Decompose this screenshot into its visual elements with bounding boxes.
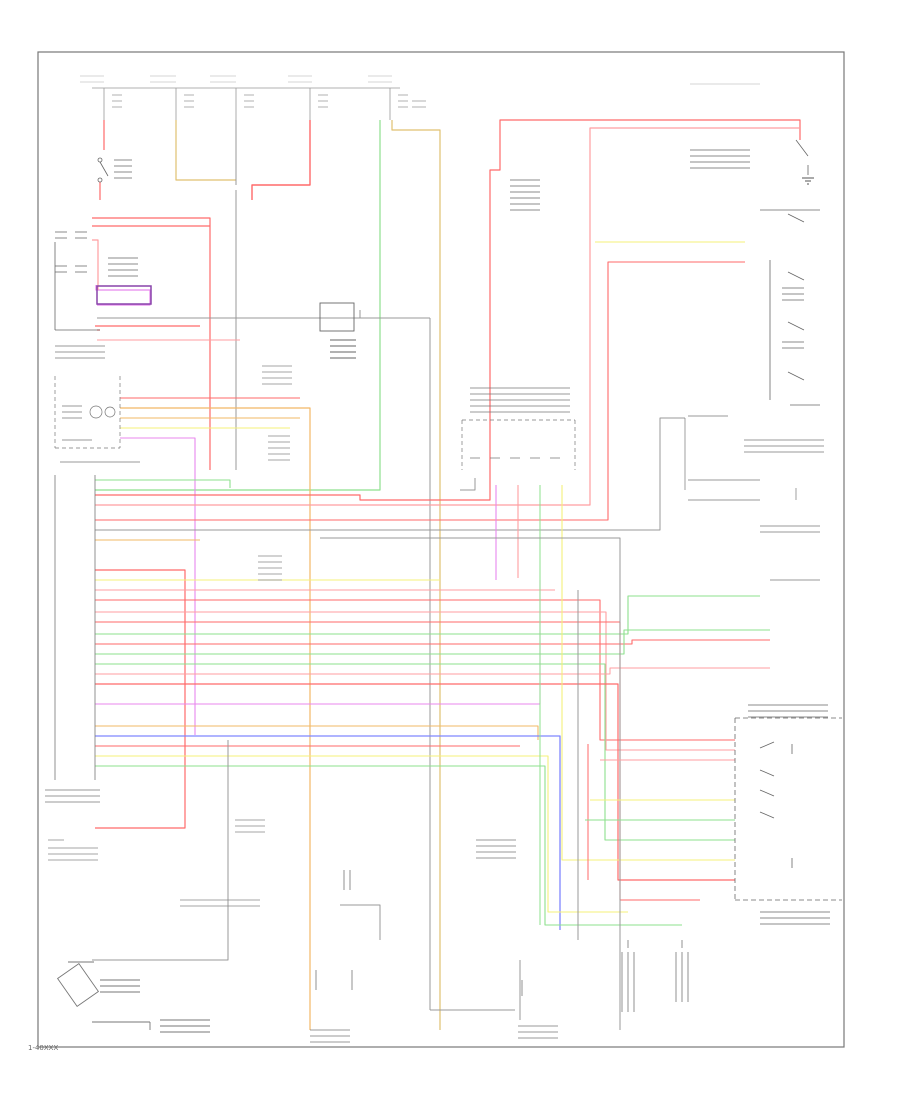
wire-red-19 — [95, 261, 745, 521]
stoplight-relay-box — [54, 231, 138, 331]
brake-switch — [97, 157, 132, 183]
wire-red-0 — [92, 120, 211, 470]
wire-pink-26 — [95, 611, 735, 751]
throttle-position-sensor — [56, 961, 210, 1033]
engine-control-module — [461, 387, 576, 470]
wire-pink-18 — [95, 127, 800, 506]
wire-green-31 — [95, 663, 735, 841]
wire-green-4 — [95, 120, 381, 491]
wire-red-17 — [95, 119, 801, 501]
wire-group — [92, 119, 801, 1030]
wire-violet-15 — [120, 437, 196, 735]
wire-yellow-44 — [561, 485, 735, 861]
abs-switch — [510, 139, 820, 211]
diagram-frame — [37, 51, 845, 1048]
brake-pressure-sensor — [54, 345, 121, 449]
wire-pink-32 — [95, 667, 770, 675]
wire-red-25 — [95, 599, 735, 741]
cruise-switch-stack — [769, 213, 820, 406]
wire-green-39 — [95, 765, 682, 926]
wire-pink-7 — [92, 239, 99, 290]
wire-orange-35 — [95, 725, 539, 740]
wire-red-9 — [95, 325, 200, 331]
wire-tan-5 — [391, 120, 441, 1030]
wire-green-16 — [95, 479, 231, 488]
fuse-labels — [80, 75, 760, 85]
wire-yellow-38 — [95, 755, 628, 913]
wire-violet-34 — [95, 580, 541, 705]
wire-red-22 — [95, 569, 186, 829]
wire-blue-36 — [95, 735, 561, 930]
speed-sensor-labels — [235, 365, 292, 833]
cruise-control-module-box — [319, 302, 356, 359]
bottom-connectors — [310, 839, 689, 1043]
wire-gray-48 — [92, 740, 229, 961]
wire-green-30 — [95, 629, 770, 655]
wire-gray-45 — [460, 478, 476, 491]
wire-red-29 — [95, 639, 770, 645]
wire-green-28 — [95, 595, 760, 635]
wire-gray-50 — [340, 904, 381, 940]
ground-symbol — [802, 177, 814, 185]
diagram-id: 1-40XXX — [28, 1044, 59, 1052]
wire-red-3 — [251, 120, 311, 200]
ecu-connector-rail — [45, 475, 100, 803]
cruise-actuator — [734, 704, 842, 925]
connector-block — [96, 285, 152, 305]
wire-gray-46 — [320, 537, 621, 1030]
wire-gray-20 — [95, 417, 685, 531]
wire-violet-6 — [95, 285, 151, 306]
ground-connector-labels — [48, 839, 260, 907]
fuse-stubs — [103, 88, 426, 120]
wire-orange-11 — [120, 407, 311, 1030]
wire-red-33 — [95, 683, 735, 881]
wire-tan-1 — [175, 120, 236, 181]
cruise-control-switch-labels — [684, 415, 824, 581]
